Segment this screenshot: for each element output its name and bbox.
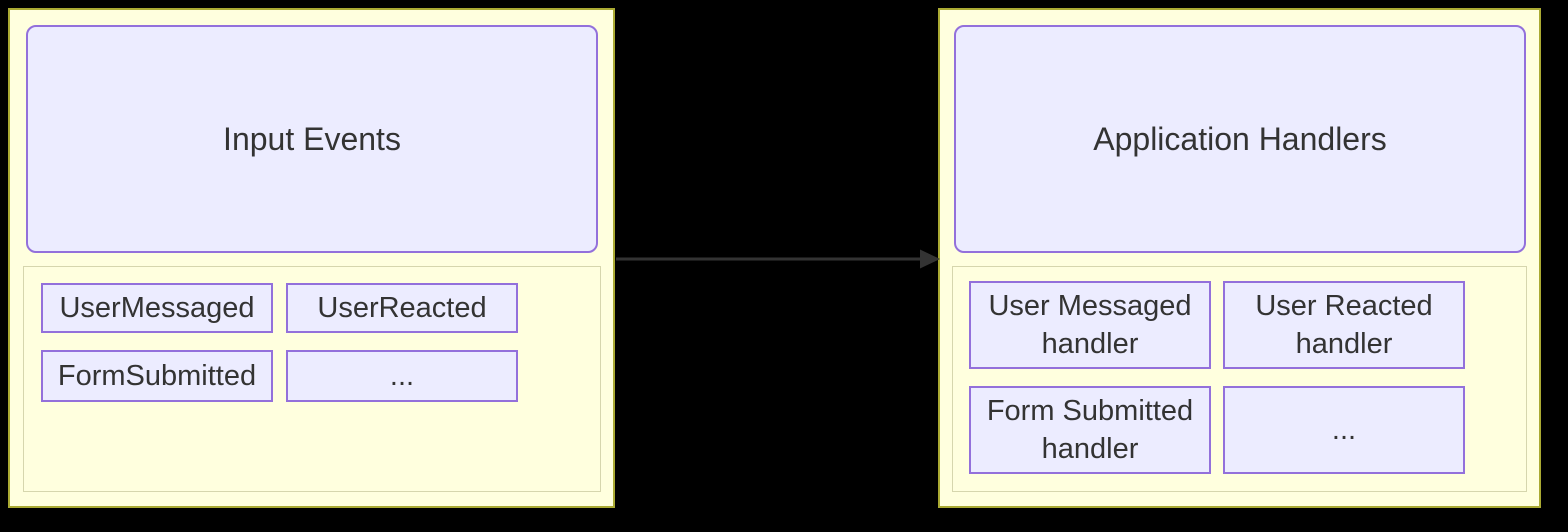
node-form-submitted-handler: Form Submitted handler: [969, 386, 1211, 474]
node-form-submitted: FormSubmitted: [41, 350, 273, 402]
node-user-reacted-handler: User Reacted handler: [1223, 281, 1465, 369]
node-user-messaged: UserMessaged: [41, 283, 273, 333]
node-handlers-ellipsis: ...: [1223, 386, 1465, 474]
input-events-group: Input Events UserMessaged UserReacted Fo…: [8, 8, 615, 508]
node-user-messaged-handler: User Messaged handler: [969, 281, 1211, 369]
application-handlers-group: Application Handlers User Messaged handl…: [938, 8, 1541, 508]
flow-arrowhead-icon: [920, 249, 940, 269]
input-events-subgroup: UserMessaged UserReacted FormSubmitted .…: [23, 266, 601, 492]
node-user-reacted: UserReacted: [286, 283, 518, 333]
input-events-header: Input Events: [26, 25, 598, 253]
node-events-ellipsis: ...: [286, 350, 518, 402]
application-handlers-subgroup: User Messaged handler User Reacted handl…: [952, 266, 1527, 492]
application-handlers-header: Application Handlers: [954, 25, 1526, 253]
